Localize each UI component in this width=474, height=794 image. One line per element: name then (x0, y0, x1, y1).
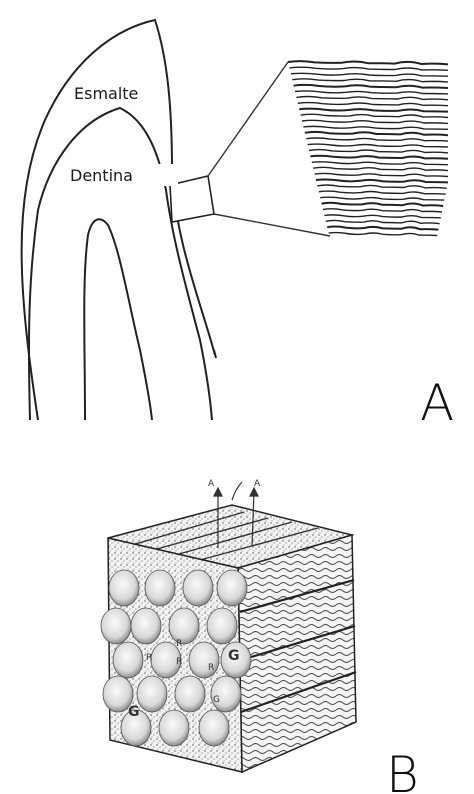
enamel-rod-line (327, 226, 438, 229)
enamel-prism (175, 676, 205, 712)
block-right-face (238, 535, 356, 772)
prism-label: R (146, 653, 152, 663)
enamel-rod-line (299, 109, 448, 112)
enamel-rod-line (292, 79, 448, 82)
enamel-rod-line (329, 233, 438, 236)
enamel-rod-line (305, 132, 448, 135)
enamel-rod-line (302, 120, 448, 123)
enamel-prism (211, 676, 241, 712)
enamel-rod-line (298, 103, 448, 106)
enamel-rod-line (326, 220, 440, 223)
enamel-rod-line (323, 209, 442, 212)
enamel-rod-line (313, 167, 448, 170)
enamel-rod-line (310, 156, 448, 159)
enamel-rod-line (294, 85, 448, 88)
prism-label: R (208, 663, 214, 673)
enamel-prism (101, 608, 131, 644)
enamel-rod-line (320, 197, 444, 200)
enamel-prism (217, 570, 247, 606)
enamel-prism (109, 570, 139, 606)
enamel-prism (137, 676, 167, 712)
enamel-prism (159, 710, 189, 746)
panel-a-tooth-section: Esmalte Dentina A (22, 20, 455, 432)
prism-label: G (128, 704, 140, 720)
zoom-line-bottom (214, 214, 330, 236)
arrow-label-right: A (254, 479, 261, 489)
panel-b-letter: B (386, 746, 419, 794)
enamel-rod-line (309, 150, 448, 153)
enamel-prism (207, 608, 237, 644)
enamel-rod-line (317, 185, 446, 188)
enamel-prism (131, 608, 161, 644)
enamel-rod-line (312, 162, 448, 165)
prism-label: R (176, 657, 182, 667)
enamel-prism (183, 570, 213, 606)
enamel-rod-line (303, 126, 448, 129)
enamel-prism (169, 608, 199, 644)
enamel-prism (145, 570, 175, 606)
enamel-rod-line (301, 114, 448, 117)
enamel-rod-line (289, 67, 448, 70)
prism-label: G (213, 695, 220, 705)
enamel-rod-line (324, 215, 440, 218)
zoom-line-top (208, 62, 288, 176)
prism-label: R (176, 639, 182, 649)
enamel-prism (113, 642, 143, 678)
arrow-label-left: A (208, 479, 215, 489)
enamel-rod-line (308, 144, 448, 147)
enamel-rod-line (296, 96, 448, 99)
enamel-prism (199, 710, 229, 746)
enamel-rod-line (306, 138, 448, 141)
enamel-label: Esmalte (74, 84, 138, 103)
enamel-rod-line (295, 91, 448, 94)
prism-label: G (228, 648, 240, 664)
enamel-rod-line (319, 191, 446, 194)
enamel-rods-magnified (288, 61, 448, 235)
enamel-rod-line (288, 61, 448, 64)
enamel-rod-line (322, 203, 444, 206)
enamel-rod-line (315, 173, 448, 176)
enamel-prism (189, 642, 219, 678)
dentin-label: Dentina (70, 166, 133, 185)
enamel-rod-line (291, 73, 448, 76)
panel-a-letter: A (420, 374, 454, 432)
enamel-rod-line (316, 179, 448, 182)
pulp-outline (84, 219, 152, 420)
